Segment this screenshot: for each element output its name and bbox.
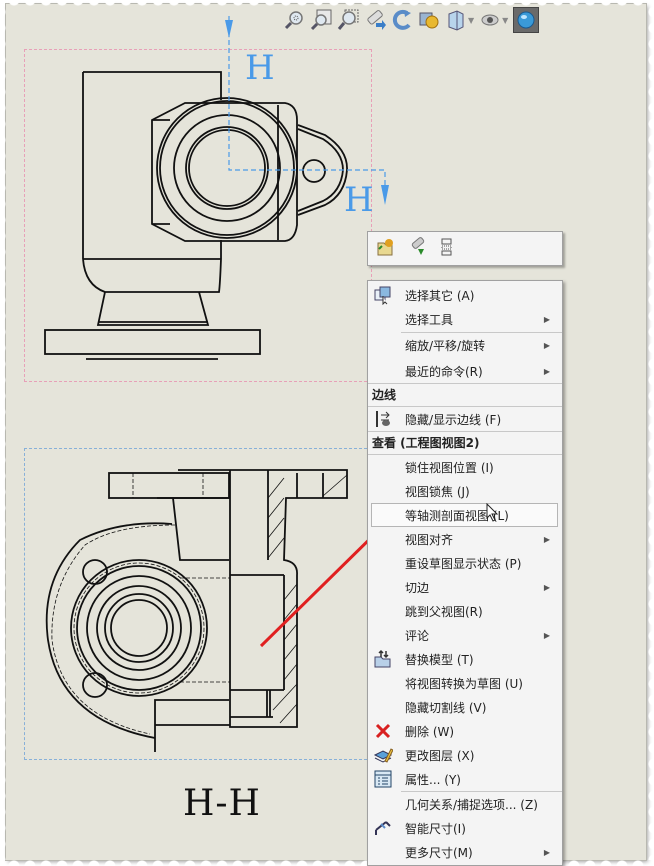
heads-up-view-toolbar: ▼ ▼ <box>283 6 540 34</box>
submenu-arrow-icon: ▶ <box>543 340 550 350</box>
replace-model-icon <box>372 648 394 670</box>
view-orientation-icon[interactable] <box>445 9 467 31</box>
menu-item-smart-dimension[interactable]: 智能尺寸(I) <box>368 816 562 840</box>
menu-section-edge: 边线 <box>372 387 397 402</box>
properties-icon <box>372 768 394 790</box>
zoom-to-selection-icon[interactable] <box>408 236 428 261</box>
menu-item-convert-view-to-sketch[interactable]: 将视图转换为草图 (U) <box>405 676 523 691</box>
menu-item-delete[interactable]: 删除 (W) <box>368 719 562 743</box>
submenu-arrow-icon: ▶ <box>543 630 550 640</box>
menu-separator <box>368 383 562 384</box>
menu-item-hide-show-edges[interactable]: 隐藏/显示边线 (F) <box>368 407 562 431</box>
menu-separator <box>368 454 562 455</box>
menu-item-view-alignment[interactable]: 视图对齐 ▶ <box>405 532 550 547</box>
menu-item-reset-sketch-display[interactable]: 重设草图显示状态 (P) <box>405 556 522 571</box>
context-toolbar <box>367 231 563 266</box>
menu-item-properties[interactable]: 属性... (Y) <box>368 767 562 791</box>
menu-separator <box>368 431 562 432</box>
submenu-arrow-icon: ▶ <box>543 582 550 592</box>
submenu-arrow-icon: ▶ <box>543 534 550 544</box>
menu-item-lock-view-focus[interactable]: 视图锁焦 (J) <box>405 484 470 499</box>
open-drawing-icon[interactable] <box>376 237 396 261</box>
view-orientation-dropdown[interactable]: ▼ <box>468 15 475 25</box>
menu-item-jump-to-parent-view[interactable]: 跳到父视图(R) <box>405 604 483 619</box>
zoom-to-area-icon[interactable] <box>310 9 332 31</box>
submenu-arrow-icon: ▶ <box>543 366 550 376</box>
torn-edge-top <box>6 0 646 10</box>
change-layer-icon <box>372 744 394 766</box>
submenu-arrow-icon: ▶ <box>543 314 550 324</box>
torn-edge-right <box>642 4 654 860</box>
menu-separator <box>401 332 562 333</box>
hide-show-dropdown[interactable]: ▼ <box>502 15 509 25</box>
hide-show-edges-icon <box>372 408 394 430</box>
menu-section-view: 查看 (工程图视图2) <box>372 435 480 450</box>
menu-item-hide-cutting-line[interactable]: 隐藏切割线 (V) <box>405 700 487 715</box>
context-menu: 选择其它 (A) 选择工具 ▶ 缩放/平移/旋转 ▶ 最近的命令(R) ▶ 边线… <box>367 280 563 866</box>
section-view-icon[interactable] <box>418 9 440 31</box>
hover-highlight <box>371 503 558 527</box>
menu-item-change-layer[interactable]: 更改图层 (X) <box>368 743 562 767</box>
mouse-cursor-icon <box>486 503 499 522</box>
zoom-to-selection-icon[interactable] <box>337 9 359 31</box>
menu-item-replace-model[interactable]: 替换模型 (T) <box>368 647 562 671</box>
menu-separator <box>401 791 562 792</box>
zoom-to-fit-icon[interactable] <box>283 9 305 31</box>
menu-item-more-dimensions[interactable]: 更多尺寸(M) ▶ <box>405 845 550 860</box>
torn-edge-bottom <box>6 856 646 866</box>
menu-item-lock-view-position[interactable]: 锁住视图位置 (I) <box>405 460 494 475</box>
smart-dimension-icon <box>372 817 394 839</box>
cut-line-label-right: H <box>344 180 374 220</box>
rotate-view-icon[interactable] <box>391 9 413 31</box>
menu-item-relations-snap-options[interactable]: 几何关系/捕捉选项... (Z) <box>405 797 538 812</box>
menu-item-tangent-edge[interactable]: 切边 ▶ <box>405 580 550 595</box>
hide-show-items-icon[interactable] <box>479 9 501 31</box>
torn-edge-left <box>0 4 12 860</box>
menu-item-recent-commands[interactable]: 最近的命令(R) ▶ <box>405 364 550 379</box>
menu-item-isometric-section-view[interactable]: 等轴测剖面视图 (L) <box>368 503 562 527</box>
cut-line-label-top: H <box>245 48 275 88</box>
menu-item-select-tools[interactable]: 选择工具 ▶ <box>405 312 550 327</box>
top-view-border[interactable] <box>24 49 372 382</box>
menu-item-select-other[interactable]: 选择其它 (A) <box>368 283 562 307</box>
menu-item-comment[interactable]: 评论 ▶ <box>405 628 550 643</box>
select-other-icon <box>372 284 394 306</box>
menu-item-zoom-pan-rotate[interactable]: 缩放/平移/旋转 ▶ <box>405 338 550 353</box>
menu-separator <box>368 406 562 407</box>
previous-view-icon[interactable] <box>364 9 386 31</box>
delete-icon <box>372 720 394 742</box>
section-view-label: H-H <box>183 783 261 824</box>
layout-icon[interactable] <box>440 237 454 261</box>
appearance-icon[interactable] <box>513 7 540 33</box>
submenu-arrow-icon: ▶ <box>543 847 550 857</box>
